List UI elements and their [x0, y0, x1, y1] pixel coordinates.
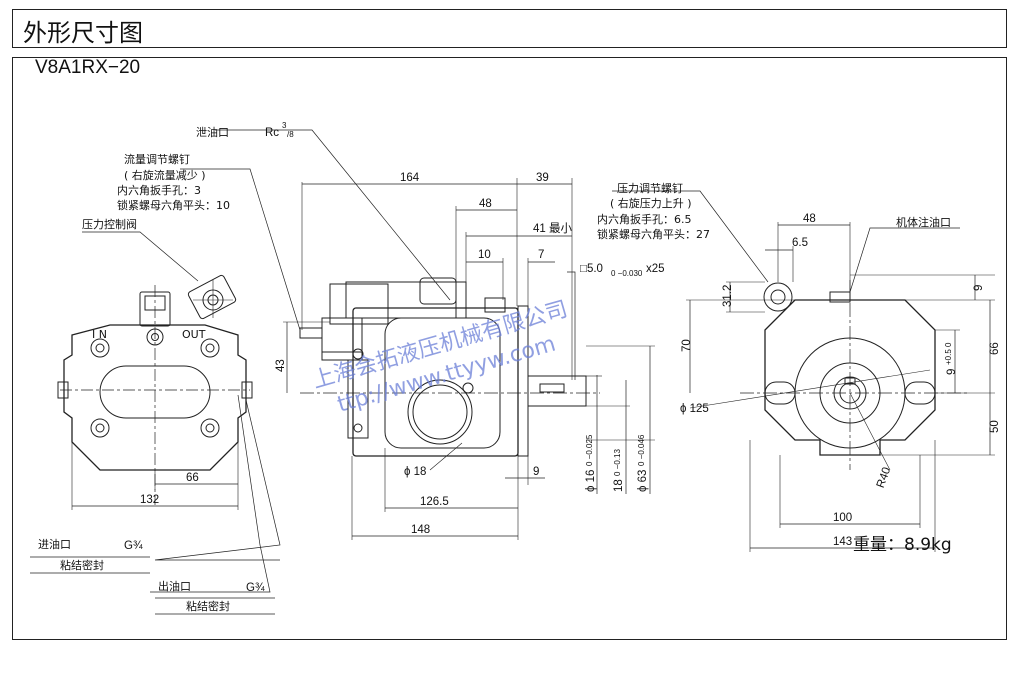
pressure-screw-label: 压力调节螺钉	[617, 182, 683, 195]
dim-phi-125: ϕ 125	[680, 403, 709, 415]
flow-nut-label: 锁紧螺母六角平头：10	[117, 198, 230, 212]
dim-9-top: 9	[973, 285, 985, 291]
dim-41-min: 41 最小	[533, 222, 572, 235]
dim-143: 143	[833, 536, 852, 548]
title-box: 外形尺寸图	[12, 9, 1007, 48]
dim-164: 164	[400, 172, 420, 184]
dim-9-slot-tol: +0.5 0	[944, 342, 953, 365]
in-mark: I N	[92, 328, 107, 341]
dim-9-flange: 9	[533, 466, 539, 478]
dim-6-5: 6.5	[792, 237, 808, 249]
dim-9-slot: 9	[946, 369, 958, 375]
dim-7: 7	[538, 249, 544, 261]
left-view	[30, 231, 281, 615]
dim-50: 50	[989, 420, 1001, 433]
drain-port-label: 泄油口	[196, 125, 229, 139]
dim-148: 148	[411, 524, 430, 536]
key-tolerance: 0 −0.030	[611, 269, 643, 278]
inlet-thread: G¾	[124, 540, 143, 552]
flow-screw-label: 流量调节螺钉	[124, 152, 190, 166]
page-title: 外形尺寸图	[23, 19, 143, 47]
dim-43: 43	[275, 359, 287, 372]
dim-phi-16-tol: 0 −0.025	[585, 434, 594, 466]
pressure-screw-note: ( 右旋压力上升 )	[610, 196, 692, 210]
dim-phi-63-tol: 0 −0.046	[637, 434, 646, 466]
dim-31-2: 31.2	[722, 285, 734, 307]
dim-18-tol: 0 −0.13	[613, 449, 622, 476]
drain-thread-sup: 3	[282, 121, 287, 130]
dim-48-front: 48	[803, 213, 816, 225]
dim-66-ports: 66	[186, 472, 199, 484]
outlet-label: 出油口	[158, 579, 191, 593]
drain-thread-label: Rc	[265, 127, 279, 139]
model-number: V8A1RX−20	[35, 57, 141, 78]
side-view	[180, 129, 655, 540]
dim-126-5: 126.5	[420, 496, 449, 508]
key-length: x25	[646, 263, 665, 275]
inlet-seal: 粘结密封	[60, 558, 104, 572]
dim-66-front: 66	[989, 342, 1001, 355]
dim-70: 70	[681, 339, 693, 352]
pressure-hex-label: 内六角扳手孔：6.5	[597, 212, 692, 226]
out-mark: OUT	[182, 328, 206, 341]
inlet-label: 进油口	[38, 537, 71, 551]
outlet-seal: 粘结密封	[186, 599, 230, 613]
front-view	[612, 190, 995, 552]
drawing-box: V8A1RX−20	[12, 57, 1007, 640]
dim-10: 10	[478, 249, 491, 261]
drain-thread-sub: /8	[287, 130, 294, 139]
dim-phi-18: ϕ 18	[404, 466, 426, 478]
dim-132: 132	[140, 494, 159, 506]
pressure-nut-label: 锁紧螺母六角平头：27	[597, 227, 710, 241]
fill-port-label: 机体注油口	[896, 215, 951, 229]
dim-100: 100	[833, 512, 852, 524]
dim-phi-16: ϕ 16	[585, 470, 597, 492]
outlet-thread: G¾	[246, 582, 265, 594]
flow-screw-note: ( 右旋流量减少 )	[124, 168, 206, 182]
dim-39: 39	[536, 172, 549, 184]
pressure-valve-label: 压力控制阀	[82, 217, 137, 231]
key-spec: □5.0	[580, 263, 603, 275]
dim-48-side: 48	[479, 198, 492, 210]
dim-18-key: 18	[613, 479, 625, 492]
flow-hex-label: 内六角扳手孔：3	[117, 183, 201, 197]
weight-label: 重量：8.9kg	[853, 535, 952, 555]
dim-r40: R40	[875, 466, 893, 490]
dim-phi-63: ϕ 63	[637, 470, 649, 492]
